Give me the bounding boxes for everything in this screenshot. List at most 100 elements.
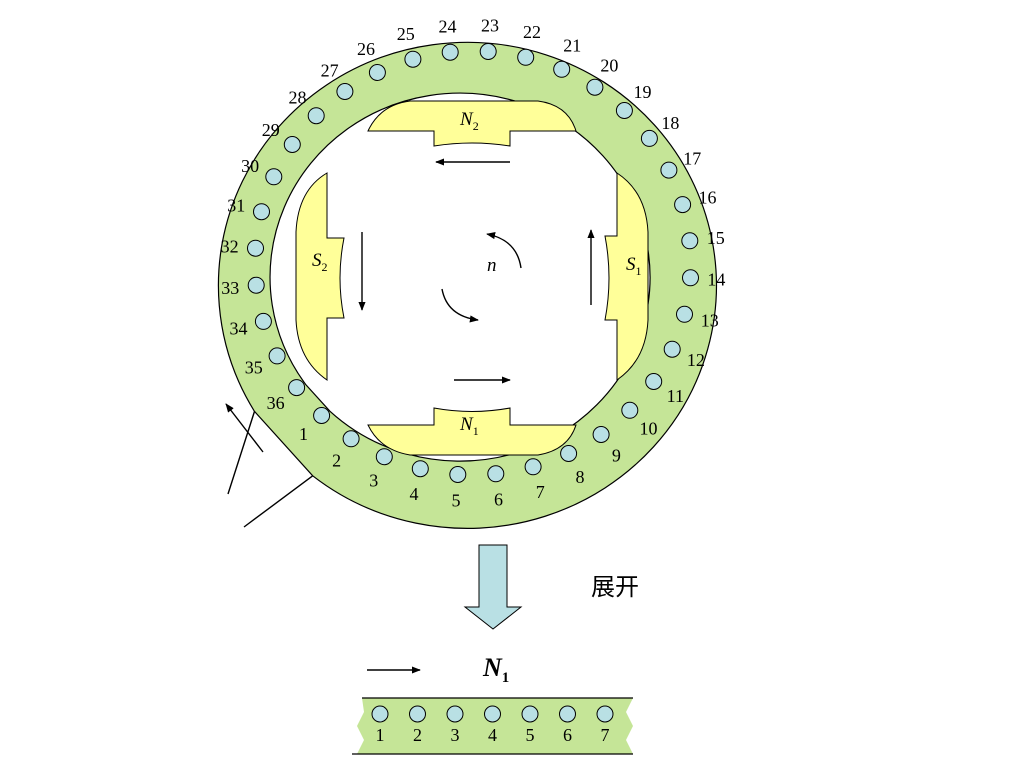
slot-label-9: 9	[612, 446, 621, 466]
strip-slot-label-7: 7	[601, 725, 610, 745]
strip-pole-label: N1	[482, 653, 509, 686]
slot-label-1: 1	[299, 424, 308, 444]
slot-label-15: 15	[707, 228, 725, 248]
rotation-label: n	[487, 255, 497, 276]
slot-label-33: 33	[221, 278, 239, 298]
pole-top: N2	[367, 100, 577, 147]
slot-34	[254, 312, 272, 330]
slot-32	[247, 239, 264, 257]
pole-left-label: S2	[312, 250, 328, 274]
slot-label-16: 16	[699, 187, 717, 207]
slot-label-27: 27	[321, 61, 339, 81]
slot-label-7: 7	[536, 482, 545, 502]
slot-22	[517, 48, 535, 66]
slot-1	[313, 407, 331, 424]
pole-left: S2	[295, 172, 345, 381]
slot-20	[586, 78, 604, 96]
slot-24	[441, 43, 459, 61]
slot-label-18: 18	[661, 113, 679, 133]
unfold-label: 展开	[591, 573, 639, 601]
slot-29	[283, 136, 301, 153]
slot-label-10: 10	[640, 418, 658, 438]
strip-slot-7	[596, 705, 614, 723]
opening-line-upper	[227, 411, 256, 495]
pole-right-label: S1	[626, 254, 642, 278]
rotation-arrow-lower	[441, 288, 479, 323]
slot-10	[621, 401, 639, 419]
slot-label-12: 12	[687, 350, 705, 370]
strip-slot-4	[484, 705, 501, 723]
strip-slot-label-3: 3	[451, 725, 460, 745]
slot-35	[268, 347, 286, 365]
slot-2	[342, 430, 360, 448]
strip-slot-2	[409, 705, 426, 723]
slot-8	[560, 445, 578, 462]
pole-right: S1	[604, 172, 649, 381]
slot-6	[487, 465, 505, 483]
strip-slot-label-2: 2	[413, 725, 422, 745]
strip-slot-label-4: 4	[488, 725, 497, 745]
slot-label-32: 32	[221, 236, 239, 256]
strip-slot-5	[521, 705, 539, 723]
slot-label-28: 28	[289, 88, 307, 108]
strip-slot-label-6: 6	[563, 725, 572, 745]
slot-5	[449, 466, 467, 483]
slot-28	[307, 107, 325, 125]
slot-27	[336, 83, 354, 100]
strip-slot-label-5: 5	[526, 725, 535, 745]
slot-label-22: 22	[523, 22, 541, 42]
slot-label-13: 13	[701, 311, 719, 331]
slot-16	[674, 196, 692, 214]
slot-label-4: 4	[410, 484, 419, 504]
slot-label-30: 30	[241, 156, 259, 176]
opening-line-lower	[243, 475, 314, 528]
slot-label-17: 17	[683, 149, 701, 169]
slot-21	[553, 60, 571, 78]
slot-26	[368, 64, 386, 81]
unfold-arrow-icon	[463, 544, 523, 630]
slot-15	[681, 232, 699, 250]
strip-slot-6	[559, 705, 576, 723]
slot-label-14: 14	[707, 270, 725, 290]
slot-13	[676, 305, 693, 323]
pole-top-shape	[367, 100, 577, 147]
slot-12	[663, 340, 681, 358]
slot-31	[253, 203, 270, 221]
slot-19	[615, 102, 633, 119]
slot-14	[682, 269, 699, 287]
slot-label-21: 21	[563, 36, 581, 56]
slot-36	[288, 379, 306, 397]
slot-label-23: 23	[481, 16, 499, 36]
strip-slot-label-1: 1	[376, 725, 385, 745]
slot-label-19: 19	[634, 82, 652, 102]
slot-label-11: 11	[667, 386, 684, 406]
strip-slot-1	[371, 705, 389, 723]
slot-25	[404, 50, 422, 68]
pole-bottom: N1	[367, 407, 577, 456]
slot-7	[524, 458, 542, 476]
slot-30	[265, 168, 283, 186]
slot-17	[660, 161, 678, 179]
slot-label-31: 31	[227, 195, 245, 215]
slot-label-34: 34	[230, 319, 248, 339]
slot-23	[479, 43, 497, 60]
slot-3	[375, 448, 393, 466]
pole-right-shape	[604, 172, 649, 381]
pole-left-shape	[295, 172, 345, 381]
strip-slots: 1 2 3 4 5 6 7	[371, 705, 614, 745]
pole-top-label: N2	[459, 109, 479, 133]
pole-bottom-label: N1	[459, 414, 479, 438]
slot-label-6: 6	[494, 490, 503, 510]
slot-9	[592, 426, 610, 443]
pole-bottom-shape	[367, 407, 577, 456]
slot-11	[645, 373, 663, 390]
slot-label-20: 20	[600, 56, 618, 76]
stator-ring	[217, 41, 717, 529]
slot-18	[640, 129, 658, 147]
rotation-arrow-upper	[486, 232, 522, 269]
slot-label-3: 3	[369, 470, 378, 490]
slot-label-5: 5	[452, 490, 461, 510]
slot-label-35: 35	[245, 357, 263, 377]
